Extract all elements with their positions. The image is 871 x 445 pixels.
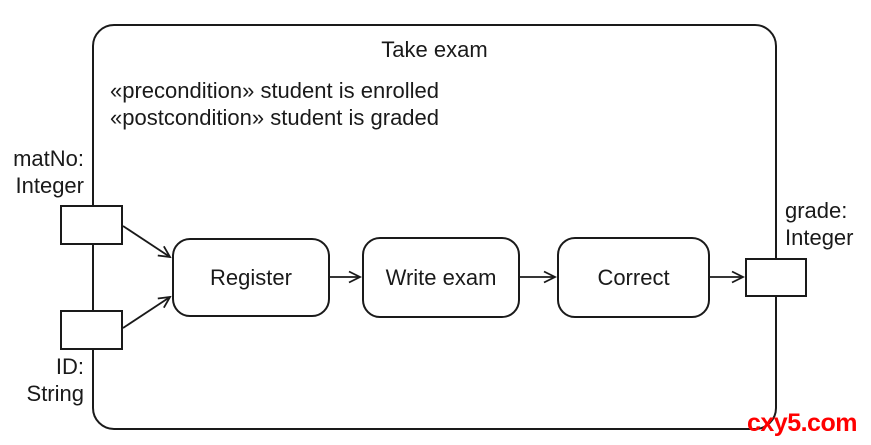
parameter-node-grade <box>745 258 807 297</box>
action-correct: Correct <box>557 237 710 318</box>
action-write-exam: Write exam <box>362 237 520 318</box>
parameter-grade-name: grade: <box>785 198 848 223</box>
parameter-node-matno <box>60 205 123 245</box>
parameter-matno-name: matNo: <box>13 146 84 171</box>
action-correct-label: Correct <box>597 264 670 290</box>
parameter-label-grade: grade: Integer <box>785 197 854 251</box>
parameter-grade-type: Integer <box>785 225 854 250</box>
parameter-id-name: ID: <box>55 354 84 379</box>
diagram-title: Take exam <box>381 37 488 62</box>
parameter-matno-type: Integer <box>15 173 85 198</box>
postcondition-text: «postcondition» student is graded <box>110 105 440 130</box>
parameter-label-id: ID: String <box>0 353 84 407</box>
parameter-node-id <box>60 310 123 350</box>
precondition-text: «precondition» student is enrolled <box>110 78 440 103</box>
action-register-label: Register <box>210 264 292 290</box>
action-register: Register <box>172 238 330 317</box>
parameter-id-type: String <box>26 381 84 406</box>
watermark-text: cxy5.com <box>747 409 857 437</box>
action-write-exam-label: Write exam <box>385 264 497 290</box>
parameter-label-matno: matNo: Integer <box>0 145 84 199</box>
